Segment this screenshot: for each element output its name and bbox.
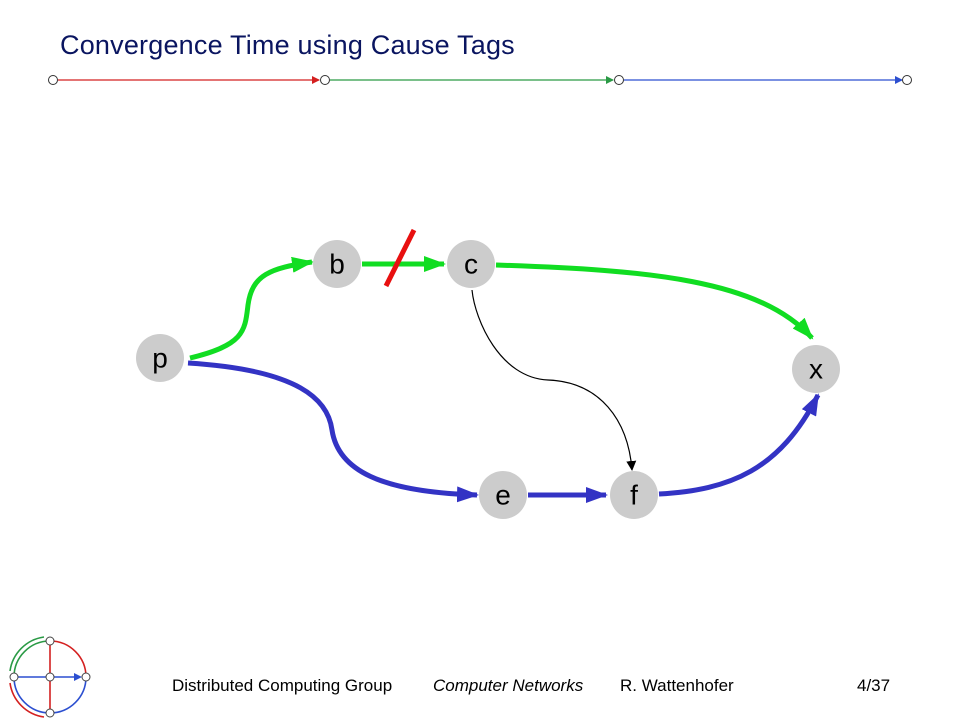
footer-course: Computer Networks bbox=[433, 676, 584, 695]
node-label: p bbox=[152, 343, 168, 374]
slide-title: Convergence Time using Cause Tags bbox=[60, 30, 515, 60]
edge-p-b bbox=[189, 256, 314, 361]
node-c: c bbox=[447, 240, 495, 288]
header-dot bbox=[48, 75, 58, 85]
edge-c-f-cause-tag bbox=[471, 289, 637, 471]
header-dot bbox=[320, 75, 330, 85]
node-f: f bbox=[610, 471, 658, 519]
node-label: b bbox=[329, 249, 345, 280]
link-failure-mark bbox=[383, 228, 417, 288]
node-label: x bbox=[809, 354, 823, 385]
node-x: x bbox=[792, 345, 840, 393]
edge-c-x bbox=[495, 262, 814, 340]
node-p: p bbox=[136, 334, 184, 382]
distributed-computing-group-logo-icon bbox=[9, 636, 91, 718]
header-dot bbox=[614, 75, 624, 85]
footer-author: R. Wattenhofer bbox=[620, 676, 734, 695]
node-b: b bbox=[313, 240, 361, 288]
network-diagram: p b c x e f bbox=[136, 228, 840, 519]
edge-p-e bbox=[187, 360, 479, 503]
footer-group: Distributed Computing Group bbox=[172, 676, 393, 695]
edge-f-x bbox=[658, 393, 821, 497]
node-label: e bbox=[495, 480, 511, 511]
page-number: 4/37 bbox=[857, 676, 891, 695]
header-rule bbox=[48, 75, 912, 85]
node-label: f bbox=[630, 480, 638, 511]
node-label: c bbox=[464, 249, 478, 280]
node-e: e bbox=[479, 471, 527, 519]
header-dot bbox=[902, 75, 912, 85]
